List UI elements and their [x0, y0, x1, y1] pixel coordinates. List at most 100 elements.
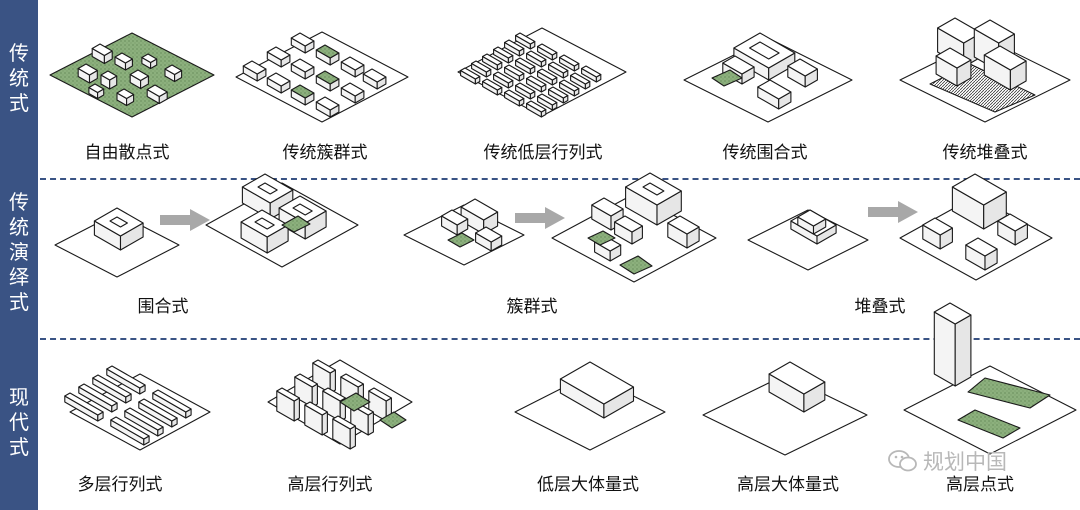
cluster-house — [266, 72, 291, 87]
row-house — [559, 54, 580, 67]
stack-after — [922, 217, 953, 236]
site-stack-before — [747, 209, 869, 271]
green-patch — [619, 255, 653, 275]
transition-arrow — [160, 209, 210, 231]
enclosure-block — [749, 41, 780, 60]
green-court — [281, 215, 311, 233]
house — [114, 52, 133, 64]
green-patch — [447, 232, 475, 248]
house — [164, 64, 183, 76]
cluster-house — [340, 56, 365, 71]
highrise-slab — [293, 397, 300, 422]
caption-highrise-rows: 高层行列式 — [287, 475, 373, 495]
large-volume — [559, 361, 635, 405]
cluster-house — [315, 96, 340, 111]
caption-traditional-low-rows: 传统低层行列式 — [483, 143, 603, 163]
caption-multistorey-rows: 多层行列式 — [77, 475, 163, 495]
row-house — [493, 46, 514, 59]
row-house — [471, 60, 492, 73]
row-house — [515, 82, 536, 95]
row-block — [64, 392, 104, 416]
row-house — [515, 32, 536, 45]
row-block — [138, 398, 178, 422]
row-house — [526, 100, 547, 113]
caption-low-large-volume: 低层大体量式 — [537, 475, 639, 495]
green-patch — [339, 392, 371, 412]
green-patch — [379, 411, 407, 429]
row-house — [493, 71, 514, 84]
house — [146, 84, 168, 98]
stack-after — [997, 213, 1028, 232]
caption-cluster: 簇群式 — [506, 297, 558, 317]
watermark-text: 规划中国 — [923, 450, 1007, 474]
cluster-after — [667, 215, 700, 235]
house — [100, 70, 118, 81]
house — [91, 43, 113, 57]
divider-1 — [40, 178, 1080, 180]
caption-free-scatter: 自由散点式 — [84, 143, 170, 163]
row-block — [110, 416, 150, 440]
divider-2 — [40, 338, 1080, 340]
row-block — [152, 389, 192, 413]
watermark: 规划中国 — [888, 446, 1007, 476]
caption-traditional-stack: 传统堆叠式 — [942, 143, 1028, 163]
cluster-after — [642, 182, 665, 196]
enclosure-after — [254, 217, 275, 230]
cluster-house — [315, 44, 340, 59]
highrise-slab — [368, 387, 392, 402]
caption-traditional-cluster: 传统簇群式 — [282, 143, 368, 163]
row-house — [460, 67, 481, 80]
highrise-tower — [954, 314, 972, 387]
cluster-house — [266, 46, 291, 61]
row-block — [78, 383, 118, 407]
cluster-after — [591, 197, 624, 217]
highrise-slab — [276, 387, 300, 402]
caption-high-large-volume: 高层大体量式 — [737, 475, 839, 495]
house — [141, 53, 158, 64]
cluster-house — [315, 70, 340, 85]
stack-after — [951, 173, 1007, 206]
cluster-house — [290, 58, 315, 73]
highrise-slab — [294, 373, 318, 388]
row-block — [124, 407, 164, 431]
green-patch — [587, 230, 616, 246]
house — [77, 63, 98, 76]
enclosure-wing — [757, 79, 792, 100]
house — [88, 83, 105, 94]
cluster-house — [340, 82, 365, 97]
row-block — [106, 365, 146, 389]
enclosure-wing — [722, 55, 755, 75]
stack-volume — [937, 17, 982, 44]
highrise-slab — [367, 411, 374, 436]
caption-highrise-point: 高层点式 — [946, 475, 1014, 495]
stack-volume — [935, 47, 972, 69]
stack-after — [965, 237, 998, 257]
highrise-tower — [933, 311, 956, 387]
row-house — [504, 39, 525, 52]
row-house — [515, 57, 536, 70]
house — [129, 69, 149, 82]
green-patch — [957, 409, 1021, 439]
transition-arrow — [515, 207, 565, 229]
cluster-house — [242, 60, 267, 75]
row-label-interpretive: 传统演绎式 — [9, 190, 29, 314]
green-patch — [967, 377, 1051, 409]
transition-arrow — [868, 201, 918, 223]
row-house — [581, 65, 602, 78]
enclosure-after — [257, 182, 278, 195]
highrise-slab — [340, 373, 364, 388]
row-house — [504, 89, 525, 102]
highrise-slab — [304, 401, 328, 416]
row-house — [537, 43, 558, 56]
cluster-house — [362, 68, 387, 83]
enclosure-after — [292, 203, 313, 216]
stack-volume — [983, 45, 1027, 71]
highrise-slab — [349, 425, 356, 450]
enclosure-wing — [787, 58, 818, 77]
row-house — [526, 50, 547, 63]
row-house — [559, 79, 580, 92]
highrise-slab — [332, 415, 356, 430]
cluster-before — [441, 209, 469, 226]
cluster-before — [460, 198, 499, 221]
